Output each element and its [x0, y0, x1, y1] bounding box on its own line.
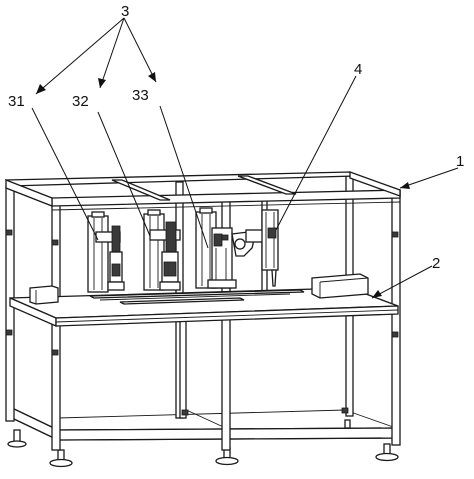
label-3: 3: [121, 3, 129, 20]
label-4: 4: [354, 61, 362, 78]
station-33: [195, 207, 237, 289]
station-32: [143, 209, 181, 291]
label-33: 33: [132, 87, 149, 104]
left-block: [29, 285, 59, 305]
label-2: 2: [432, 255, 440, 272]
station-4: [231, 209, 279, 287]
top-frame: [4, 171, 401, 211]
base-frame: [11, 406, 397, 442]
station-31: [87, 211, 125, 293]
label-1: 1: [456, 153, 464, 170]
corner-brackets: [5, 229, 399, 416]
leader-lines: [31, 17, 459, 299]
station-rails: [89, 289, 305, 305]
label-31: 31: [8, 93, 25, 110]
right-block: [311, 273, 369, 299]
label-32: 32: [72, 93, 89, 110]
leveling-feet: [7, 419, 399, 468]
